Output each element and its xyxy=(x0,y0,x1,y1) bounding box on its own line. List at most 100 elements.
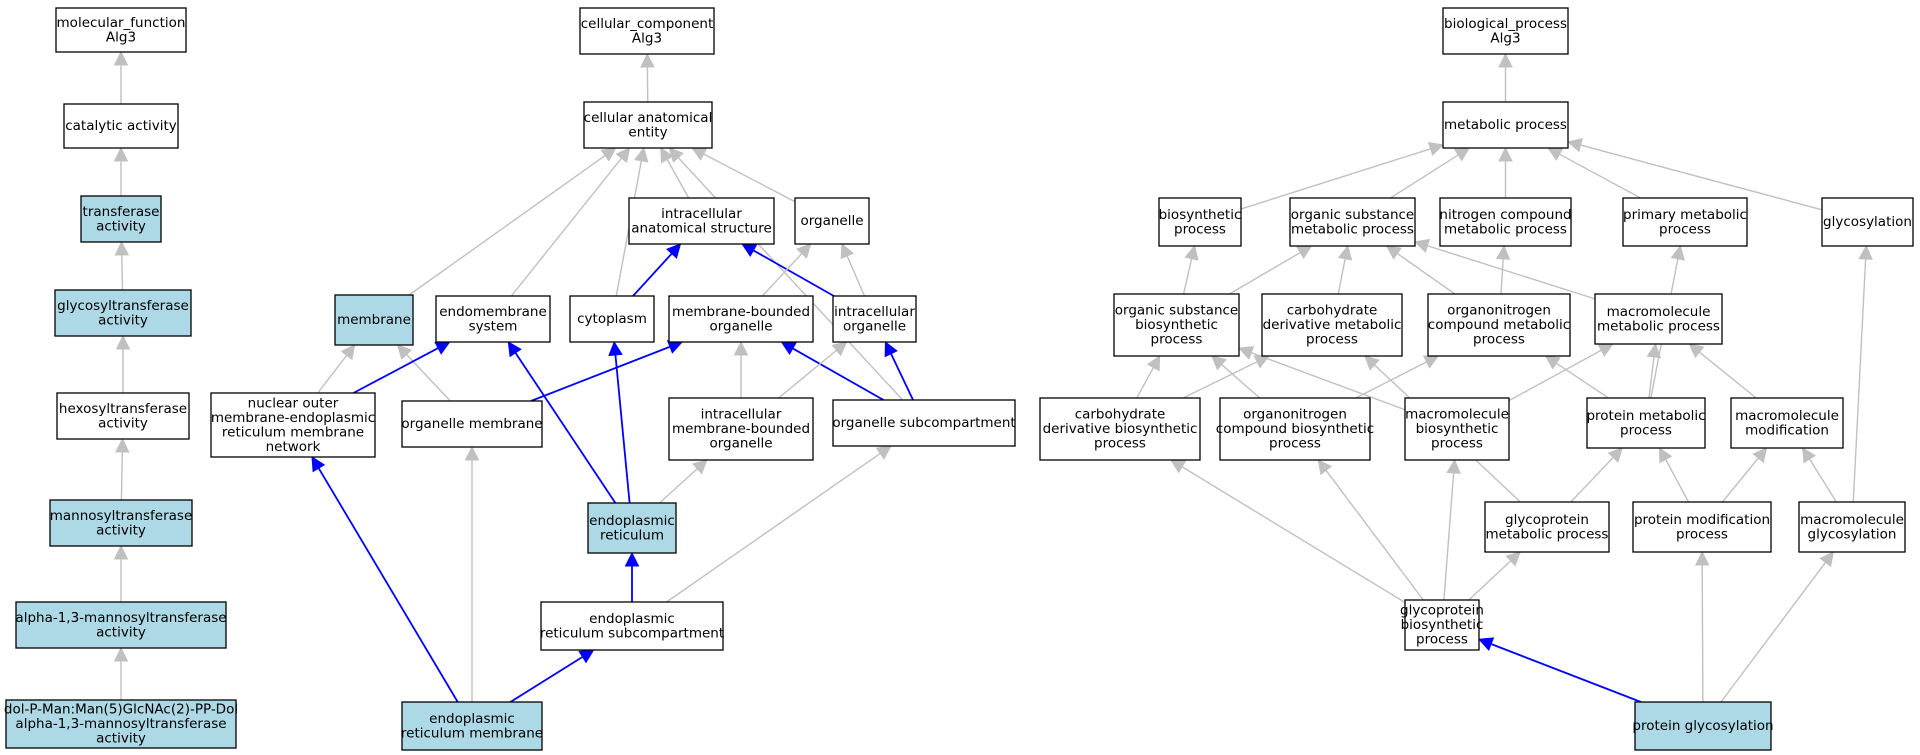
edge-gpbp-to-oncbp xyxy=(1317,459,1424,601)
edge-arrowhead xyxy=(691,459,708,475)
edge-line xyxy=(317,467,459,703)
edge-arrowhead xyxy=(1453,147,1471,162)
node-label-line: activity xyxy=(96,218,146,234)
edge-arrowhead xyxy=(600,147,617,162)
edge-line xyxy=(405,353,451,402)
edge-arrowhead xyxy=(464,445,480,461)
node-box xyxy=(56,392,190,440)
node-label-line: organelle xyxy=(709,436,772,452)
edge-ersub-to-osub xyxy=(666,445,892,603)
edge-hexo-to-glyco xyxy=(115,334,131,393)
edge-line xyxy=(846,255,866,297)
node-label-line: cytoplasm xyxy=(577,311,647,327)
edge-line xyxy=(1136,367,1155,399)
edge-line xyxy=(1325,469,1424,601)
node-box xyxy=(1439,197,1572,247)
node-label-line: organelle xyxy=(709,318,772,334)
edge-line xyxy=(1665,459,1690,503)
edge-arrowhead xyxy=(1317,459,1333,476)
edge-alpha-to-manno xyxy=(113,544,129,602)
edge-arrowhead xyxy=(1694,550,1710,566)
node-box xyxy=(15,601,227,649)
node-nuc[interactable]: nuclear outermembrane-endoplasmicreticul… xyxy=(210,392,376,458)
node-label-line: carbohydrate xyxy=(1287,303,1378,319)
node-label-line: endoplasmic xyxy=(429,711,515,727)
node-cat[interactable]: catalytic activity xyxy=(63,103,179,149)
node-label-line: alpha-1,3-mannosyltransferase xyxy=(15,610,226,626)
edge-osbp-to-bio xyxy=(1182,244,1199,295)
edge-line xyxy=(1570,456,1614,503)
node-label-line: organic substance xyxy=(1115,303,1238,319)
edge-arrowhead xyxy=(634,146,649,163)
node-label-line: reticulum membrane xyxy=(222,424,364,440)
node-label-line: cellular_component xyxy=(581,16,713,32)
node-label-line: intracellular xyxy=(834,304,915,320)
node-label-line: anatomical structure xyxy=(631,220,772,236)
node-protglyc[interactable]: protein glycosylation xyxy=(1632,701,1774,751)
edge-cyto-to-ias xyxy=(632,243,682,297)
edge-pmodp-to-mmod xyxy=(1721,447,1768,503)
node-box xyxy=(1586,397,1706,449)
edge-line xyxy=(666,452,881,603)
edge-line xyxy=(1720,561,1827,703)
node-label-line: macromolecule xyxy=(1607,304,1711,320)
node-metab[interactable]: metabolic process xyxy=(1442,101,1569,149)
edge-arrowhead xyxy=(660,147,674,164)
edge-gpbp-to-gpmp xyxy=(1468,551,1522,601)
edge-osbp-to-osmp xyxy=(1229,245,1313,295)
node-mem[interactable]: membrane xyxy=(334,294,414,346)
node-label-line: macromolecule xyxy=(1735,408,1839,424)
node-cyto[interactable]: cytoplasm xyxy=(569,295,655,343)
node-org[interactable]: organelle xyxy=(794,197,870,245)
node-box xyxy=(334,294,414,346)
node-label-line: activity xyxy=(98,312,148,328)
edge-line xyxy=(1721,457,1759,503)
edge-line xyxy=(1555,362,1609,399)
node-orgmem[interactable]: organelle membrane xyxy=(401,400,543,448)
node-osub[interactable]: organelle subcompartment xyxy=(832,399,1016,447)
node-label-line: system xyxy=(469,318,518,334)
node-label-line: endoplasmic xyxy=(589,611,675,627)
edge-arrowhead xyxy=(113,544,129,560)
edge-arrowhead xyxy=(1658,447,1673,464)
node-label-line: catalytic activity xyxy=(65,118,177,134)
node-dol[interactable]: dol-P-Man:Man(5)GlcNAc(2)-PP-Dolalpha-1,… xyxy=(4,699,238,749)
edge-arrowhead xyxy=(668,147,684,163)
edge-arrowhead xyxy=(113,646,129,662)
node-glycosyl[interactable]: glycosylation xyxy=(1821,197,1914,247)
